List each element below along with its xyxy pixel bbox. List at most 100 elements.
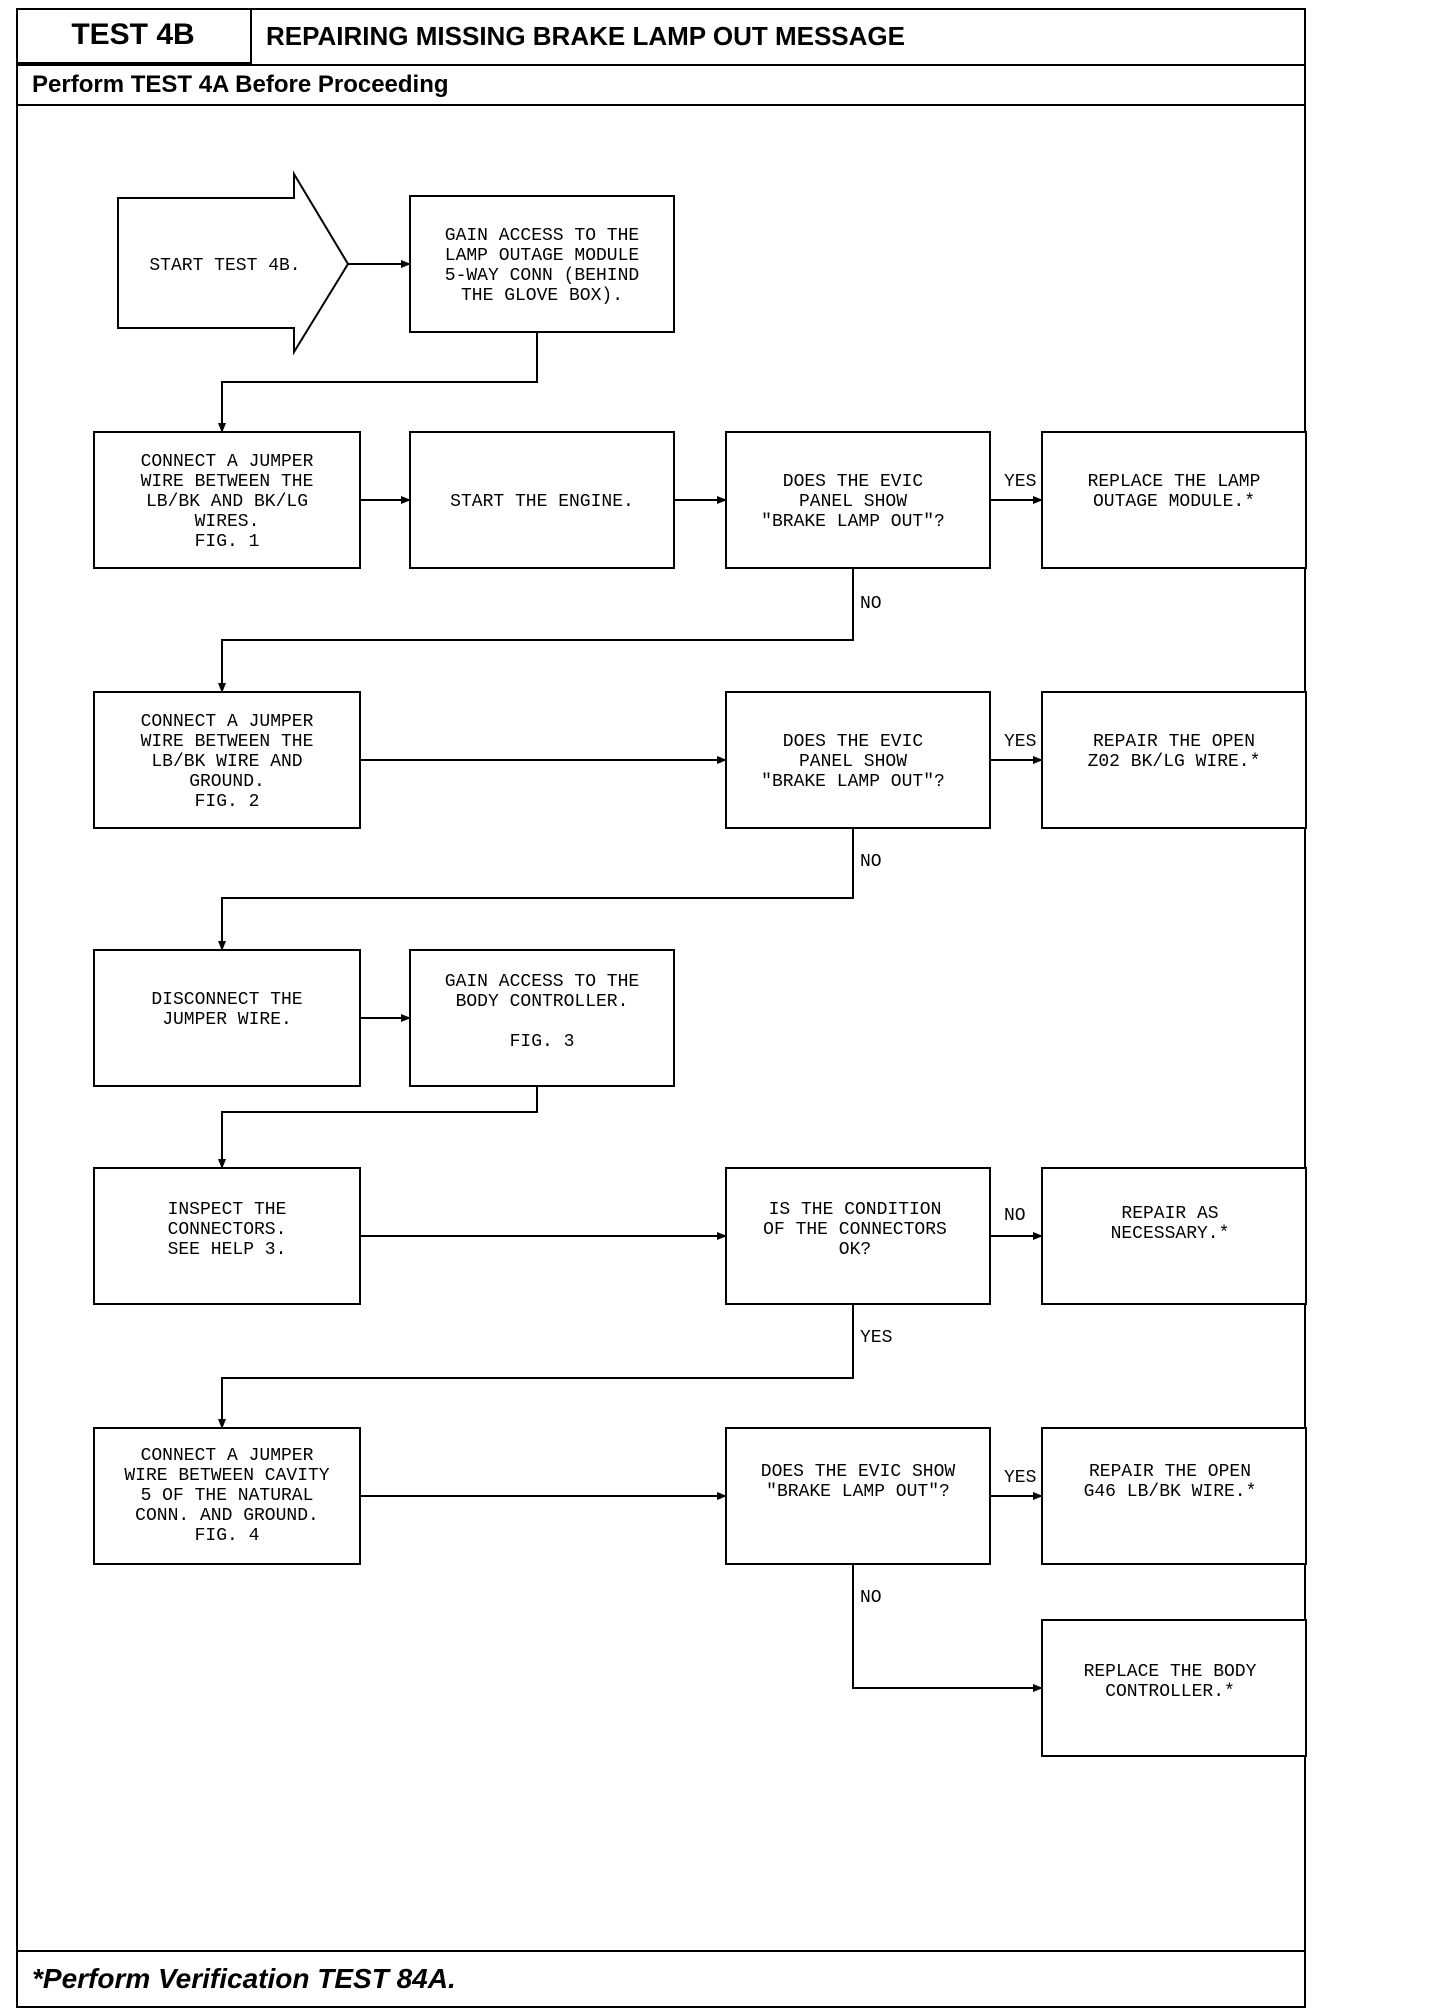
start-arrow-shape (117, 170, 350, 356)
question1-box (725, 431, 991, 569)
q2-no-label: NO (860, 852, 882, 872)
jumper-lbbk-bklg-box (93, 431, 361, 569)
flow-text-line: THE GLOVE BOX). (461, 286, 623, 306)
flow-text-line: REPAIR THE OPEN (1089, 1462, 1251, 1482)
disconnect-jumper-box (93, 949, 361, 1087)
flow-text-line: REPAIR THE OPEN (1093, 732, 1255, 752)
repair-g46-box (1041, 1427, 1307, 1565)
flow-text-line: 5-WAY CONN (BEHIND (445, 266, 639, 286)
flow-text-line: CONNECT A JUMPER (141, 452, 314, 472)
flow-text-line: WIRE BETWEEN THE (141, 732, 314, 752)
q1-yes-label: YES (1004, 472, 1036, 492)
test-id: TEST 4B (16, 8, 252, 64)
flow-text-line: DOES THE EVIC SHOW (761, 1462, 956, 1482)
footer-note: *Perform Verification TEST 84A. (18, 1950, 1304, 2006)
jumper-cavity5-box (93, 1427, 361, 1565)
flow-text-line: GROUND. (189, 772, 265, 792)
flow-text-line: WIRES. (195, 512, 260, 532)
question4-text: DOES THE EVIC SHOW"BRAKE LAMP OUT"? (761, 1462, 956, 1502)
gain-access-bc-box (409, 949, 675, 1087)
flow-text-line: WIRE BETWEEN CAVITY (124, 1466, 329, 1486)
flow-text-line: OF THE CONNECTORS (763, 1220, 947, 1240)
replace-bc-box (1041, 1619, 1307, 1757)
question2-box (725, 691, 991, 829)
repair-z02-box (1041, 691, 1307, 829)
flow-text-line: OUTAGE MODULE.* (1093, 492, 1255, 512)
flow-text-line: LB/BK WIRE AND (151, 752, 302, 772)
flow-text-line: NECESSARY.* (1111, 1224, 1230, 1244)
flow-text-line: DISCONNECT THE (151, 990, 302, 1010)
q2-yes-label: YES (1004, 732, 1036, 752)
flow-text-line: "BRAKE LAMP OUT"? (761, 512, 945, 532)
flow-text-line: REPLACE THE LAMP (1088, 472, 1261, 492)
connector-q1-no (218, 568, 854, 693)
flow-text-line: LAMP OUTAGE MODULE (445, 246, 639, 266)
connector-q2-no (218, 828, 854, 951)
start-engine-box (409, 431, 675, 569)
flow-text-line: PANEL SHOW (799, 492, 907, 512)
flow-text-line: OK? (839, 1240, 871, 1260)
flow-text-line: Z02 BK/LG WIRE.* (1088, 752, 1261, 772)
connector-q4-no (852, 1564, 1043, 1692)
flow-text-line: PANEL SHOW (799, 752, 907, 772)
flow-text-line: FIG. 4 (195, 1526, 260, 1546)
flow-text-line: JUMPER WIRE. (162, 1010, 292, 1030)
flow-text-line: DOES THE EVIC (783, 472, 924, 492)
repair-necessary-box (1041, 1167, 1307, 1305)
flow-text-line: "BRAKE LAMP OUT"? (766, 1482, 950, 1502)
flow-text-line: WIRE BETWEEN THE (141, 472, 314, 492)
q1-no-label: NO (860, 594, 882, 614)
flow-text-line: INSPECT THE (168, 1200, 287, 1220)
start-test-box: START TEST 4B. (149, 256, 300, 276)
prerequisite-note: Perform TEST 4A Before Proceeding (18, 64, 1304, 106)
flow-text-line: FIG. 2 (195, 792, 260, 812)
flow-text-line: 5 OF THE NATURAL (141, 1486, 314, 1506)
flow-text-line: REPAIR AS (1121, 1204, 1218, 1224)
q3-yes-label: YES (860, 1328, 892, 1348)
flow-text-line: REPLACE THE BODY (1084, 1662, 1257, 1682)
jumper-lbbk-ground-box (93, 691, 361, 829)
question4-box (725, 1427, 991, 1565)
flow-text-line: CONTROLLER.* (1105, 1682, 1235, 1702)
flow-text-line: BODY CONTROLLER. (456, 992, 629, 1012)
inspect-connectors-box (93, 1167, 361, 1305)
flow-text-line: IS THE CONDITION (769, 1200, 942, 1220)
flow-text-line: SEE HELP 3. (168, 1240, 287, 1260)
flow-text-line: CONNECT A JUMPER (141, 1446, 314, 1466)
start-engine-text: START THE ENGINE. (450, 492, 634, 512)
page-frame (16, 8, 1306, 2008)
q4-no-label: NO (860, 1588, 882, 1608)
flow-text-line: "BRAKE LAMP OUT"? (761, 772, 945, 792)
flow-text-line: DOES THE EVIC (783, 732, 924, 752)
q4-yes-label: YES (1004, 1468, 1036, 1488)
flow-text-line: START THE ENGINE. (450, 492, 634, 512)
flow-text-line: FIG. 3 (510, 1032, 575, 1052)
connector-lom-to-jumper1 (218, 332, 538, 433)
connector-q3-yes (218, 1304, 854, 1429)
flow-text-line: GAIN ACCESS TO THE (445, 972, 639, 992)
q3-no-label: NO (1004, 1206, 1026, 1226)
flow-text-line: G46 LB/BK WIRE.* (1084, 1482, 1257, 1502)
start-test-text: START TEST 4B. (149, 256, 300, 276)
flow-text-line: CONN. AND GROUND. (135, 1506, 319, 1526)
replace-lom-box (1041, 431, 1307, 569)
flow-text-line: LB/BK AND BK/LG (146, 492, 308, 512)
flow-text-line: FIG. 1 (195, 532, 260, 552)
flow-text-line: CONNECT A JUMPER (141, 712, 314, 732)
flow-text-line: START TEST 4B. (149, 256, 300, 276)
flow-text-line: CONNECTORS. (168, 1220, 287, 1240)
